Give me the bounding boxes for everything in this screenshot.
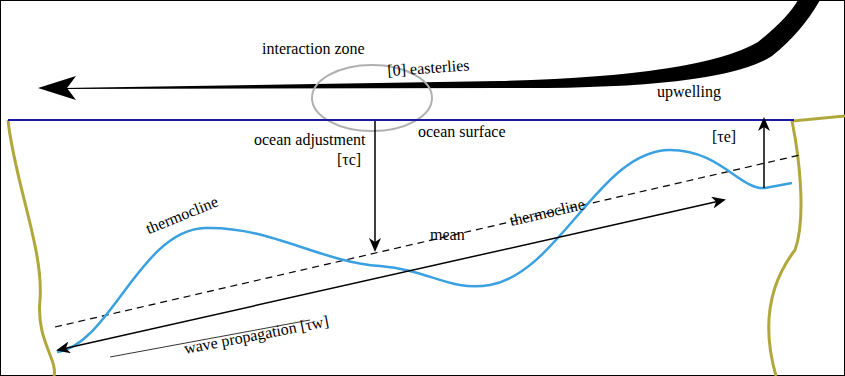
thermocline-label: thermocline [143, 193, 221, 238]
easterlies-band [62, 0, 820, 89]
adjustment-label: ocean adjustment [254, 131, 366, 149]
propagation-label: wave propagation [τw] [183, 312, 331, 358]
west-coast [8, 120, 54, 376]
thermocline-wave [57, 150, 792, 352]
adjustment-arrow [374, 121, 376, 250]
ocean-surface-line [8, 119, 794, 121]
mean-thermocline [55, 155, 800, 327]
delay-label: [τc] [337, 151, 361, 169]
thermocline-label: thermocline [508, 195, 587, 230]
mean-label: mean [430, 226, 465, 244]
east-coast [769, 116, 845, 376]
zone-label: interaction zone [262, 40, 365, 58]
wind-label: [0] easterlies [387, 56, 470, 80]
delay-label: [τe] [712, 128, 736, 146]
upwelling-arrow [763, 119, 765, 188]
easterlies-arrowhead [38, 76, 76, 100]
surface-label: ocean surface [418, 123, 506, 141]
upwelling-label: upwelling [657, 83, 721, 101]
